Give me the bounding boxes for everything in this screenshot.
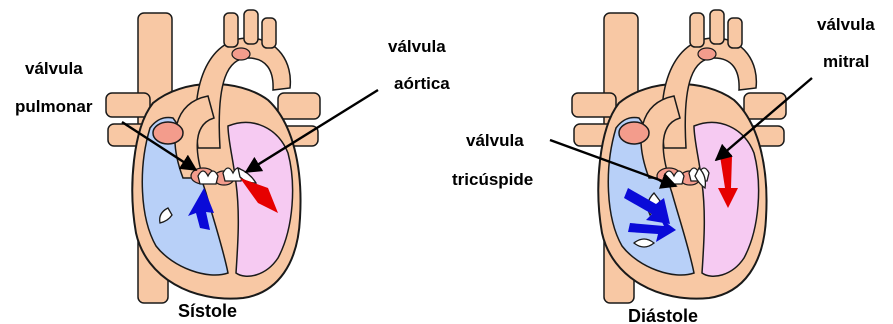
- label-valvula-tricuspide-line2: tricúspide: [452, 170, 533, 189]
- label-valvula-mitral-line2: mitral: [823, 52, 869, 71]
- label-valvula-aortica-line1: válvula: [388, 37, 446, 56]
- heart-illustration-icon: [572, 10, 786, 303]
- caption-diastole: Diástole: [628, 306, 698, 324]
- caption-systole: Sístole: [178, 301, 237, 321]
- label-valvula-pulmonar-line1: válvula: [25, 59, 83, 78]
- label-valvula-tricuspide-line1: válvula: [466, 131, 524, 150]
- label-valvula-aortica-line2: aórtica: [394, 74, 450, 93]
- label-valvula-pulmonar-line2: pulmonar: [15, 97, 93, 116]
- panel-systole: válvula pulmonar válvula aórtica Sístole: [15, 10, 450, 321]
- label-valvula-mitral-line1: válvula: [817, 15, 875, 34]
- heart-illustration-icon: [106, 10, 320, 303]
- panel-diastole: válvula tricúspide válvula mitral Diásto…: [452, 10, 875, 324]
